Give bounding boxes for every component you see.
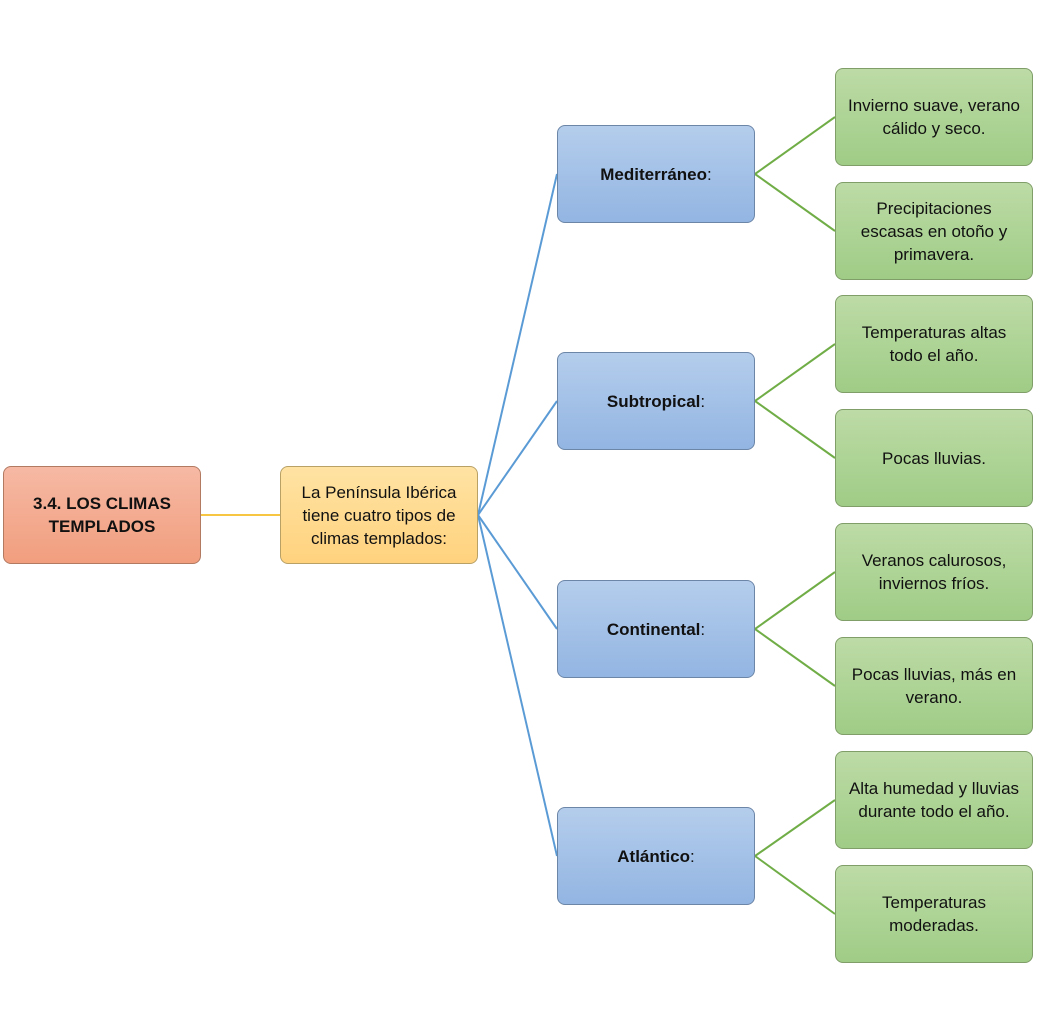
connector-intro-continental [477, 514, 558, 630]
trait-node-atlantico-1: Alta humedad y lluvias durante todo el a… [835, 751, 1033, 849]
trait-node-subtropical-2: Pocas lluvias. [835, 409, 1033, 507]
type-node-continental: Continental: [557, 580, 755, 678]
type-suffix: : [690, 846, 695, 866]
intro-label: La Península Ibérica tiene cuatro tipos … [301, 482, 457, 548]
type-node-atlantico: Atlántico: [557, 807, 755, 905]
connector-subtropical-trait-1 [754, 343, 836, 402]
trait-node-subtropical-1: Temperaturas altas todo el año. [835, 295, 1033, 393]
trait-node-continental-2: Pocas lluvias, más en verano. [835, 637, 1033, 735]
trait-label: Precipitaciones escasas en otoño y prima… [860, 198, 1008, 264]
type-suffix: : [700, 619, 706, 639]
connector-atlantico-trait-1 [754, 799, 836, 857]
connector-mediterraneo-trait-1 [754, 116, 836, 175]
trait-label: Alta humedad y lluvias durante todo el a… [848, 779, 1020, 821]
type-name-mediterraneo: Mediterráneo [600, 164, 707, 184]
trait-label: Temperaturas altas todo el año. [861, 323, 1007, 365]
connector-continental-trait-2 [754, 628, 836, 687]
root-label: 3.4. LOS CLIMAS TEMPLADOS [33, 494, 171, 536]
type-suffix: : [707, 164, 712, 184]
connector-intro-mediterraneo [477, 173, 558, 516]
trait-node-continental-1: Veranos calurosos, inviernos fríos. [835, 523, 1033, 621]
connector-mediterraneo-trait-2 [754, 173, 836, 232]
type-node-subtropical: Subtropical: [557, 352, 755, 450]
type-name-subtropical: Subtropical [606, 391, 701, 411]
type-name-continental: Continental [606, 619, 701, 639]
connector-intro-atlantico [477, 514, 558, 857]
connector-subtropical-trait-2 [754, 400, 836, 459]
trait-label: Pocas lluvias. [882, 448, 986, 468]
connector-atlantico-trait-2 [754, 855, 836, 915]
trait-node-atlantico-2: Temperaturas moderadas. [835, 865, 1033, 963]
trait-label: Temperaturas moderadas. [882, 893, 986, 935]
type-node-mediterraneo: Mediterráneo: [557, 125, 755, 223]
connector-continental-trait-1 [754, 571, 836, 630]
trait-node-mediterraneo-1: Invierno suave, verano cálido y seco. [835, 68, 1033, 166]
intro-node: La Península Ibérica tiene cuatro tipos … [280, 466, 478, 564]
root-node: 3.4. LOS CLIMAS TEMPLADOS [3, 466, 201, 564]
trait-node-mediterraneo-2: Precipitaciones escasas en otoño y prima… [835, 182, 1033, 280]
trait-label: Veranos calurosos, inviernos fríos. [861, 551, 1007, 593]
trait-label: Invierno suave, verano cálido y seco. [848, 96, 1020, 138]
type-suffix: : [700, 391, 706, 411]
connector-intro-subtropical [477, 400, 558, 516]
trait-label: Pocas lluvias, más en verano. [851, 665, 1017, 707]
type-name-atlantico: Atlántico [617, 846, 690, 866]
